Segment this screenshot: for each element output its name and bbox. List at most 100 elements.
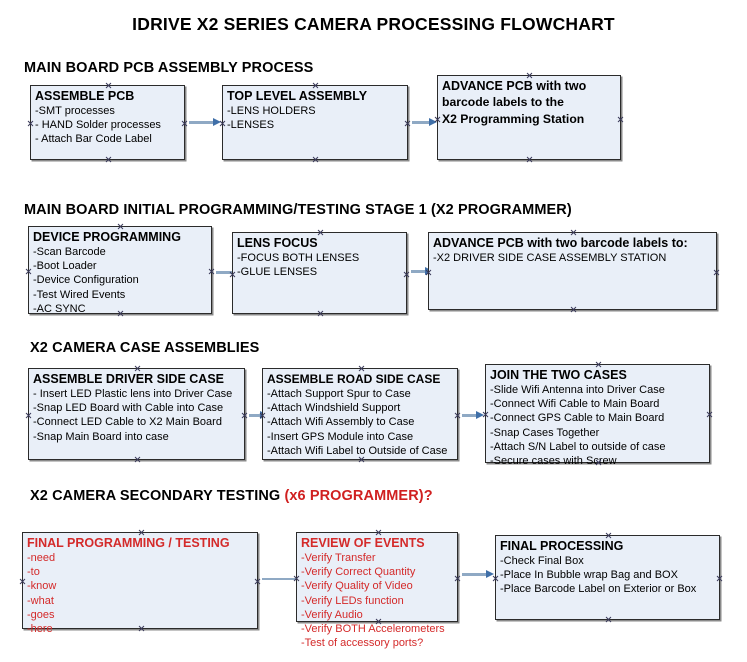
connector-handle-right[interactable] bbox=[706, 411, 713, 418]
list-item: -Verify Quality of Video bbox=[301, 580, 413, 593]
list-item: - Insert LED Plastic lens into Driver Ca… bbox=[33, 388, 233, 400]
arrow-shaft bbox=[412, 121, 429, 124]
box-title: ASSEMBLE PCB bbox=[35, 89, 135, 103]
connector-handle-left[interactable] bbox=[425, 269, 432, 276]
connector-handle-left[interactable] bbox=[229, 271, 236, 278]
box-top-level-assembly[interactable]: TOP LEVEL ASSEMBLY -LENS HOLDERS -LENSES bbox=[222, 85, 408, 160]
connector-handle-top[interactable] bbox=[134, 365, 141, 372]
connector-handle-right[interactable] bbox=[716, 575, 723, 582]
connector-handle-right[interactable] bbox=[404, 120, 411, 127]
section-heading-text: X2 CAMERA SECONDARY TESTING bbox=[30, 488, 285, 504]
connector-handle-bottom[interactable] bbox=[317, 310, 324, 317]
box-item-list: -LENS HOLDERS -LENSES bbox=[227, 104, 403, 132]
connector-handle-top[interactable] bbox=[605, 532, 612, 539]
box-title: LENS FOCUS bbox=[237, 236, 318, 250]
connector-handle-left[interactable] bbox=[259, 412, 266, 419]
box-title: ADVANCE PCB with two bbox=[442, 79, 587, 93]
connector-handle-left[interactable] bbox=[434, 116, 441, 123]
list-item: -Boot Loader bbox=[33, 260, 97, 273]
connector-handle-right[interactable] bbox=[208, 268, 215, 275]
box-title: DEVICE PROGRAMMING bbox=[33, 230, 181, 244]
box-assemble-pcb[interactable]: ASSEMBLE PCB -SMT processes - HAND Solde… bbox=[30, 85, 185, 160]
page-title: IDRIVE X2 SERIES CAMERA PROCESSING FLOWC… bbox=[132, 14, 615, 34]
section-heading-main-board-initial-programming-testing-stage-1: MAIN BOARD INITIAL PROGRAMMING/TESTING S… bbox=[24, 202, 572, 218]
arrow-head bbox=[476, 411, 484, 419]
list-item: -to bbox=[27, 566, 40, 579]
box-title: ASSEMBLE ROAD SIDE CASE bbox=[267, 372, 441, 386]
box-title: ASSEMBLE DRIVER SIDE CASE bbox=[33, 372, 225, 386]
box-item-list: -need -to -know -what -goes -here bbox=[27, 551, 253, 636]
box-join-the-two-cases[interactable]: JOIN THE TWO CASES -Slide Wifi Antenna i… bbox=[482, 361, 713, 467]
connector-handle-left[interactable] bbox=[19, 578, 26, 585]
connector-handle-bottom[interactable] bbox=[570, 306, 577, 313]
connector-handle-right[interactable] bbox=[181, 120, 188, 127]
arrow-road-side-to-join-cases bbox=[462, 411, 484, 420]
connector-handle-right[interactable] bbox=[454, 575, 461, 582]
connector-handle-bottom[interactable] bbox=[526, 156, 533, 163]
list-item: -Snap Main Board into case bbox=[33, 430, 169, 443]
section-heading-text: MAIN BOARD INITIAL PROGRAMMING/TESTING S… bbox=[24, 202, 572, 218]
section-heading-x2-camera-secondary-testing: X2 CAMERA SECONDARY TESTING (x6 PROGRAMM… bbox=[30, 488, 433, 504]
connector-handle-top[interactable] bbox=[317, 229, 324, 236]
list-item: -Place In Bubble wrap Bag and BOX bbox=[500, 569, 678, 582]
box-assemble-road-side-case[interactable]: ASSEMBLE ROAD SIDE CASE -Attach Support … bbox=[262, 368, 458, 460]
box-lens-focus[interactable]: LENS FOCUS -FOCUS BOTH LENSES -GLUE LENS… bbox=[232, 232, 407, 314]
connector-handle-top[interactable] bbox=[105, 82, 112, 89]
list-item: -Verify Correct Quantity bbox=[301, 566, 416, 579]
arrow-head bbox=[213, 118, 221, 126]
list-item: -Verify Transfer bbox=[301, 552, 376, 564]
connector-handle-right[interactable] bbox=[254, 578, 261, 585]
list-item: -AC SYNC bbox=[33, 302, 86, 315]
box-advance-pcb-to-x2-programming-station[interactable]: ADVANCE PCB with two barcode labels to t… bbox=[437, 75, 621, 160]
box-final-programming-testing[interactable]: FINAL PROGRAMMING / TESTING -need -to -k… bbox=[19, 529, 261, 635]
box-advance-pcb-to-driver-side-case-assembly-station[interactable]: ADVANCE PCB with two barcode labels to: … bbox=[428, 232, 717, 310]
connector-handle-bottom[interactable] bbox=[134, 456, 141, 463]
list-item: -Attach S/N Label to outside of case bbox=[490, 440, 666, 453]
arrow-shaft bbox=[249, 414, 260, 417]
list-item: -Verify BOTH Accelerometers bbox=[301, 623, 445, 636]
connector-handle-bottom[interactable] bbox=[312, 156, 319, 163]
connector-handle-left[interactable] bbox=[492, 575, 499, 582]
connector-handle-right[interactable] bbox=[454, 412, 461, 419]
box-device-programming[interactable]: DEVICE PROGRAMMING -Scan Barcode -Boot L… bbox=[25, 223, 215, 315]
connector-handle-left[interactable] bbox=[25, 268, 32, 275]
box-final-processing[interactable]: FINAL PROCESSING -Check Final Box -Place… bbox=[495, 535, 720, 620]
list-item: -Insert GPS Module into Case bbox=[267, 430, 414, 443]
list-item: -Attach Wifi Assembly to Case bbox=[267, 416, 415, 429]
connector-handle-top[interactable] bbox=[358, 365, 365, 372]
connector-handle-top[interactable] bbox=[375, 529, 382, 536]
list-item: barcode labels to the bbox=[442, 95, 564, 109]
connector-handle-top[interactable] bbox=[117, 223, 124, 230]
connector-handle-left[interactable] bbox=[27, 120, 34, 127]
list-item: -Place Barcode Label on Exterior or Box bbox=[500, 583, 697, 596]
arrow-head bbox=[486, 570, 494, 578]
box-review-of-events[interactable]: REVIEW OF EVENTS -Verify Transfer -Verif… bbox=[296, 529, 461, 649]
connector-handle-top[interactable] bbox=[138, 529, 145, 536]
connector-handle-top[interactable] bbox=[526, 72, 533, 79]
list-item: -Scan Barcode bbox=[33, 246, 106, 258]
connector-handle-left[interactable] bbox=[25, 412, 32, 419]
connector-handle-bottom[interactable] bbox=[105, 156, 112, 163]
connector-handle-right[interactable] bbox=[617, 116, 624, 123]
list-item: -Connect LED Cable to X2 Main Board bbox=[33, 416, 222, 429]
connector-handle-left[interactable] bbox=[219, 120, 226, 127]
connector-handle-right[interactable] bbox=[713, 269, 720, 276]
connector-handle-left[interactable] bbox=[482, 411, 489, 418]
connector-handle-right[interactable] bbox=[403, 271, 410, 278]
connector-handle-top[interactable] bbox=[570, 229, 577, 236]
list-item: -Verify Audio bbox=[301, 608, 363, 621]
connector-handle-bottom[interactable] bbox=[605, 616, 612, 623]
list-item: -LENSES bbox=[227, 119, 275, 132]
box-title: TOP LEVEL ASSEMBLY bbox=[227, 89, 368, 103]
connector-handle-right[interactable] bbox=[241, 412, 248, 419]
box-title: FINAL PROCESSING bbox=[500, 539, 624, 553]
arrow-shaft bbox=[462, 414, 476, 417]
arrow-review-of-events-to-final-processing bbox=[462, 570, 494, 579]
list-item: -what bbox=[27, 594, 54, 607]
connector-handle-top[interactable] bbox=[595, 361, 602, 368]
list-item: - HAND Solder processes bbox=[35, 119, 161, 132]
list-item: -Check Final Box bbox=[500, 555, 584, 567]
box-assemble-driver-side-case[interactable]: ASSEMBLE DRIVER SIDE CASE - Insert LED P… bbox=[28, 368, 245, 460]
connector-handle-top[interactable] bbox=[312, 82, 319, 89]
list-item: -Connect Wifi Cable to Main Board bbox=[490, 398, 660, 411]
